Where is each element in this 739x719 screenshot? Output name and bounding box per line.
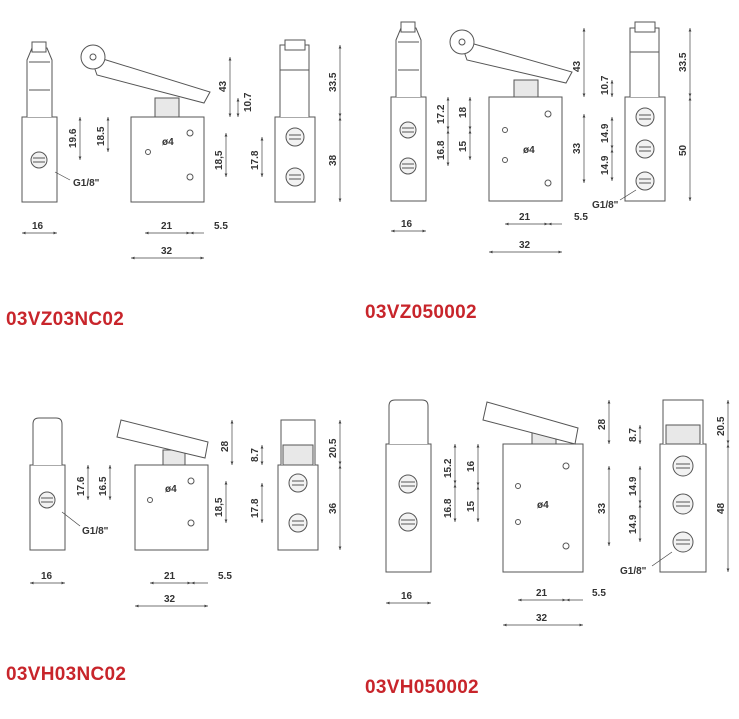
title-03VZ050002: 03VZ050002 — [365, 302, 477, 323]
dim-17-2: 17.2 — [436, 104, 447, 124]
hole-diameter: ø4 — [523, 145, 535, 156]
dim-43: 43 — [218, 80, 229, 92]
dim-32: 32 — [164, 594, 176, 605]
dim-16-8: 16.8 — [443, 498, 454, 518]
end-view — [624, 21, 666, 202]
dim-18-5-b: 18,5 — [214, 497, 225, 517]
side-view — [385, 399, 432, 573]
dim-15: 15 — [458, 140, 469, 152]
dim-15: 15 — [466, 500, 477, 512]
dim-18-5-b: 18,5 — [214, 150, 225, 170]
dim-17-8: 17.8 — [250, 498, 261, 518]
labels-03VH03NC02: 16 17.6 16.5 G1/8" 28 ø4 18,5 21 5.5 32 … — [41, 438, 339, 605]
dim-21: 21 — [519, 212, 531, 223]
dim-5-5: 5.5 — [218, 571, 232, 582]
thread-label: G1/8" — [620, 566, 647, 577]
dim-50: 50 — [678, 144, 689, 156]
thread-label: G1/8" — [82, 526, 109, 537]
dim-16: 16 — [41, 571, 53, 582]
title-03VZ03NC02: 03VZ03NC02 — [6, 309, 125, 330]
side-view — [21, 41, 58, 203]
dim-14-9-a: 14.9 — [628, 476, 639, 496]
thread-label: G1/8" — [592, 200, 619, 211]
title-03VH03NC02: 03VH03NC02 — [6, 664, 127, 685]
dim-15-2: 15.2 — [443, 458, 454, 478]
dim-33: 33 — [572, 142, 583, 154]
dim-10-7: 10.7 — [600, 75, 611, 95]
dim-32: 32 — [161, 246, 173, 257]
dim-48: 48 — [716, 502, 727, 514]
front-view — [449, 29, 573, 202]
dim-38: 38 — [328, 154, 339, 166]
labels-03VZ03NC02: 16 19.6 18.5 G1/8" 43 10.7 ø4 18,5 21 5.… — [32, 72, 339, 257]
drawing-03VH050002 — [385, 399, 730, 627]
dim-32: 32 — [536, 613, 548, 624]
dim-5-5: 5.5 — [574, 212, 588, 223]
front-view — [482, 401, 584, 573]
dim-16: 16 — [401, 219, 413, 230]
dim-36: 36 — [328, 502, 339, 514]
dim-16: 16 — [401, 591, 413, 602]
labels-03VH050002: 16 15.2 16 16.8 15 28 ø4 33 21 5.5 32 8.… — [401, 416, 727, 624]
dim-18: 18 — [458, 106, 469, 118]
dim-18-5: 18.5 — [96, 126, 107, 146]
dim-17-8: 17.8 — [250, 150, 261, 170]
drawing-03VZ03NC02 — [21, 39, 342, 260]
end-view — [277, 419, 319, 551]
dim-16-8: 16.8 — [436, 140, 447, 160]
dim-16: 16 — [32, 221, 44, 232]
side-view — [390, 21, 427, 202]
dim-17-6: 17.6 — [76, 476, 87, 496]
dim-33-5: 33.5 — [328, 72, 339, 92]
dim-33-5: 33.5 — [678, 52, 689, 72]
dim-32: 32 — [519, 240, 531, 251]
end-view — [274, 39, 316, 203]
dim-14-9-b: 14.9 — [628, 514, 639, 534]
dim-10-7: 10.7 — [243, 92, 254, 112]
title-03VH050002: 03VH050002 — [365, 677, 479, 698]
dim-5-5: 5.5 — [592, 588, 606, 599]
dim-16-5: 16.5 — [98, 476, 109, 496]
dim-21: 21 — [161, 221, 173, 232]
front-view — [80, 44, 211, 203]
front-view — [116, 419, 209, 551]
dim-28: 28 — [597, 418, 608, 430]
dim-14-9-b: 14.9 — [600, 155, 611, 175]
hole-diameter: ø4 — [162, 137, 174, 148]
dim-8-7: 8.7 — [250, 448, 261, 462]
dim-16-b: 16 — [466, 460, 477, 472]
dim-14-9-a: 14.9 — [600, 123, 611, 143]
drawing-03VH03NC02 — [29, 417, 342, 608]
dim-21: 21 — [536, 588, 548, 599]
side-view — [29, 417, 66, 551]
dim-5-5: 5.5 — [214, 221, 228, 232]
end-view — [659, 399, 707, 573]
dim-33: 33 — [597, 502, 608, 514]
dim-43: 43 — [572, 60, 583, 72]
labels-03VZ050002: 16 17.2 18 16.8 15 43 ø4 33 21 5.5 32 10… — [401, 52, 689, 251]
thread-label: G1/8" — [73, 178, 100, 189]
dim-20-5: 20.5 — [716, 416, 727, 436]
dim-19-6: 19.6 — [68, 128, 79, 148]
hole-diameter: ø4 — [165, 484, 177, 495]
dim-21: 21 — [164, 571, 176, 582]
dim-20-5: 20.5 — [328, 438, 339, 458]
dim-28: 28 — [220, 440, 231, 452]
hole-diameter: ø4 — [537, 500, 549, 511]
dim-8-7: 8.7 — [628, 428, 639, 442]
drawing-03VZ050002 — [390, 21, 692, 254]
